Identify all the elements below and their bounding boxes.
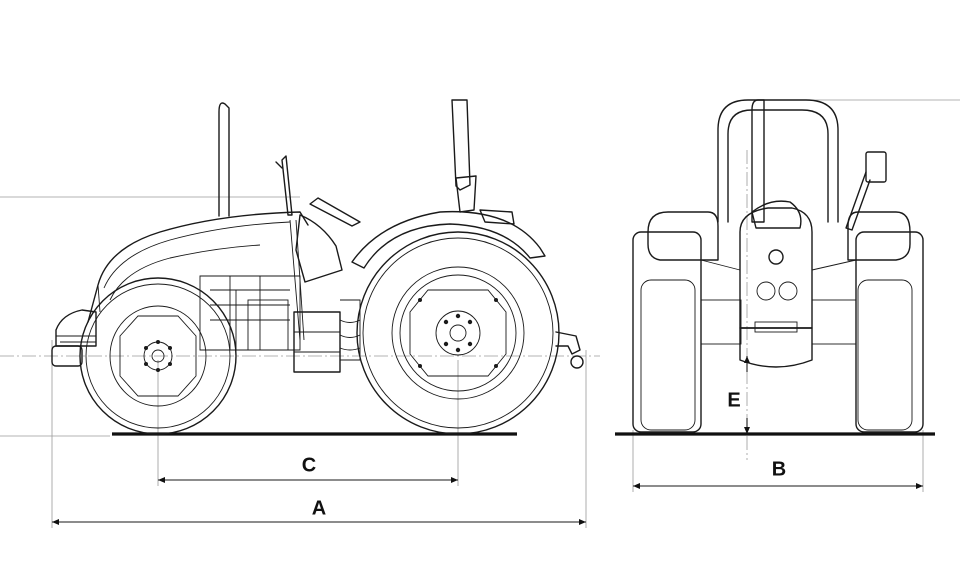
rops-arch	[717, 99, 839, 223]
step	[293, 311, 341, 373]
right-rear-tire	[855, 231, 924, 433]
rear-fender	[351, 210, 546, 269]
tractor-rear-view	[615, 99, 935, 436]
side-lever	[281, 155, 293, 216]
front-wheel	[79, 277, 237, 435]
front-weight	[51, 345, 83, 367]
mirror	[865, 151, 887, 183]
dimension-a-label: A	[312, 497, 326, 519]
left-fender	[647, 211, 719, 261]
rear-hitch	[555, 331, 581, 355]
seat-back	[751, 200, 802, 229]
hood	[87, 211, 309, 323]
left-rear-tire	[632, 231, 702, 433]
exhaust-pipe	[218, 102, 230, 217]
right-fender	[847, 211, 911, 261]
center-housing	[739, 207, 813, 329]
seat	[295, 214, 343, 283]
front-nose	[55, 309, 97, 347]
tractor-side-view	[51, 99, 584, 436]
dimension-b-label: B	[772, 458, 786, 480]
drawbar	[739, 327, 813, 368]
rops-post	[451, 99, 471, 191]
dimension-e-label: E	[727, 389, 740, 411]
guide-lines	[0, 99, 960, 528]
steering-wheel	[309, 197, 361, 227]
dimension-c-label: C	[302, 454, 316, 476]
